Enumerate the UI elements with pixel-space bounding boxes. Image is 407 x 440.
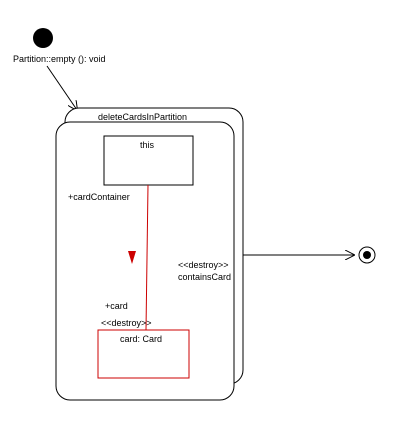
target-stereotype-label: <<destroy>> <box>101 318 152 328</box>
object-this[interactable] <box>103 135 194 186</box>
object-this-label: this <box>140 140 155 150</box>
source-role-label: +cardContainer <box>68 192 130 202</box>
initial-transition[interactable] <box>46 65 77 110</box>
transition-stereotype: <<destroy>> <box>178 260 229 270</box>
object-card-label: card: Card <box>120 334 162 344</box>
state-name: deleteCardsInPartition <box>98 112 187 122</box>
link-direction-arrow <box>128 251 136 264</box>
target-role-label: +card <box>105 301 128 311</box>
start-label: Partition::empty (): void <box>13 54 106 64</box>
card-container-link[interactable] <box>145 184 149 331</box>
initial-node[interactable] <box>33 28 53 48</box>
final-node-dot <box>363 251 371 259</box>
transition-name: containsCard <box>178 272 231 282</box>
object-card[interactable] <box>97 329 190 379</box>
